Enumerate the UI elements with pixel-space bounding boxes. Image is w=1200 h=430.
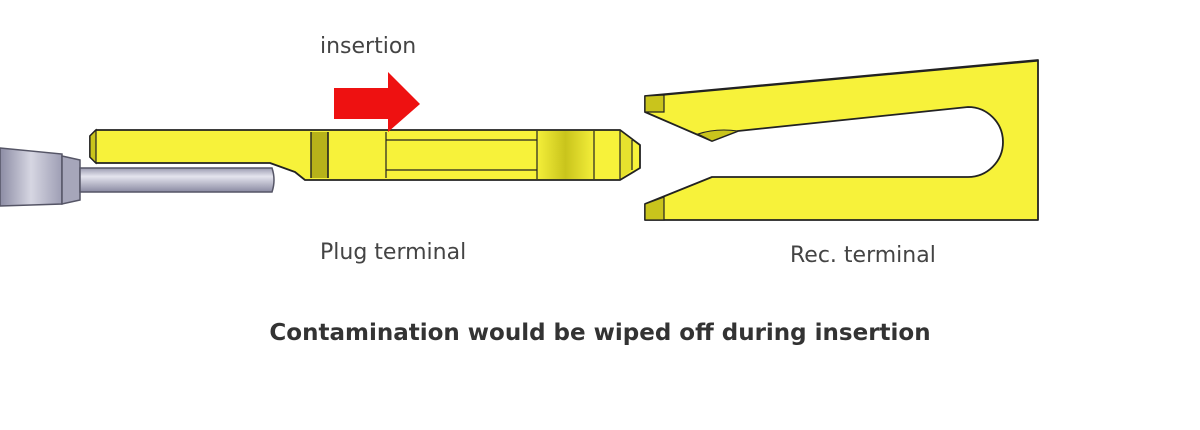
receptacle-terminal — [644, 59, 1039, 221]
insertion-label: insertion — [320, 34, 417, 59]
plug-wire — [0, 147, 275, 207]
caption: Contamination would be wiped off during … — [269, 320, 931, 346]
right-arrow-icon — [334, 72, 420, 132]
plug-terminal — [89, 128, 641, 181]
plug-terminal-label: Plug terminal — [320, 240, 467, 265]
rec-terminal-label: Rec. terminal — [790, 243, 936, 268]
